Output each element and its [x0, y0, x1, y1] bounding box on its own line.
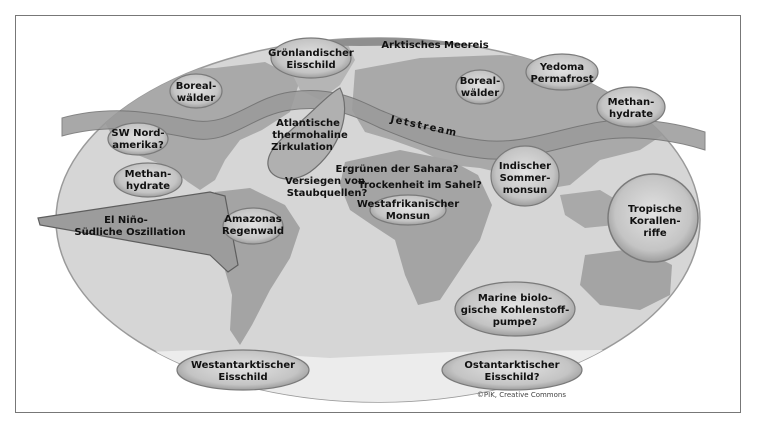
land-africa [340, 150, 492, 305]
amazon-bubble [222, 207, 284, 245]
label-arctic-sea-ice: Arktisches Meereis [381, 40, 488, 51]
amoc-blob [267, 87, 346, 180]
label-methane-east-2: hydrate [609, 109, 653, 120]
coral-bubble [607, 173, 699, 263]
label-greenland-2: Eisschild [286, 60, 335, 71]
label-dust-2: Staubquellen? [287, 188, 368, 199]
label-wais-1: Westantarktischer [191, 360, 295, 371]
label-methane-east-1: Methan- [608, 97, 655, 108]
label-sw-na-1: SW Nord- [111, 128, 164, 139]
label-amazon-1: Amazonas [224, 214, 281, 225]
enso-region [37, 191, 239, 273]
label-west-african-monsoon-2: Monsun [386, 211, 430, 222]
eais-bubble [441, 349, 583, 391]
label-boreal-east-2: wälder [461, 88, 499, 99]
label-eais-1: Ostantarktischer [464, 360, 559, 371]
methane-west-bubble [113, 162, 183, 198]
label-coral-3: riffe [643, 228, 666, 239]
land-australia [580, 248, 672, 310]
boreal-west-bubble [169, 73, 223, 109]
label-amoc-1: Atlantische [276, 118, 340, 129]
label-boreal-east-1: Boreal- [460, 76, 501, 87]
yedoma-bubble [525, 53, 599, 91]
credit-text: ©PIK, Creative Commons [477, 391, 566, 399]
label-boreal-west-2: wälder [177, 93, 215, 104]
label-sahara-greening: Ergrünen der Sahara? [335, 164, 458, 175]
label-west-african-monsoon-1: Westafrikanischer [357, 199, 459, 210]
sw-na-bubble [107, 122, 169, 156]
label-boreal-west-1: Boreal- [176, 81, 217, 92]
boreal-east-bubble [455, 69, 505, 105]
label-coral-2: Korallen- [629, 216, 680, 227]
indian-monsoon-bubble [490, 145, 560, 207]
label-methane-west-1: Methan- [125, 169, 172, 180]
label-sahel-drought: Trockenheit im Sahel? [358, 180, 482, 191]
label-wais-2: Eisschild [218, 372, 267, 383]
arctic-ice-band [185, 38, 560, 46]
label-coral-1: Tropische [628, 204, 682, 215]
label-carbon-pump-1: Marine biolo- [478, 293, 552, 304]
wais-bubble [176, 349, 310, 391]
label-yedoma-1: Yedoma [539, 62, 584, 73]
label-amazon-2: Regenwald [222, 226, 284, 237]
label-yedoma-2: Permafrost [530, 74, 593, 85]
label-enso-1: El Niño- [104, 215, 148, 226]
label-eais-2: Eisschild? [484, 372, 539, 383]
greenland-ice-sheet-area [270, 37, 352, 79]
land-antarctica [60, 350, 700, 402]
label-enso-2: Südliche Oszillation [74, 227, 185, 238]
label-amoc-3: Zirkulation [271, 142, 333, 153]
label-sw-na-2: amerika? [112, 140, 164, 151]
label-amoc-2: thermohaline [272, 130, 348, 141]
methane-east-bubble [596, 86, 666, 128]
carbon-pump-bubble [454, 281, 576, 337]
label-carbon-pump-2: gische Kohlenstoff- [461, 305, 570, 316]
label-indian-monsoon-2: Sommer- [500, 173, 551, 184]
label-indian-monsoon-3: monsun [503, 185, 548, 196]
label-greenland-1: Grönlandischer [268, 48, 354, 59]
label-methane-west-2: hydrate [126, 181, 170, 192]
west-african-monsoon-bubble [369, 194, 447, 226]
label-carbon-pump-3: pumpe? [493, 317, 538, 328]
label-dust-1: Versiegen von [285, 176, 365, 187]
label-indian-monsoon-1: Indischer [499, 161, 551, 172]
jetstream-band [61, 89, 706, 160]
